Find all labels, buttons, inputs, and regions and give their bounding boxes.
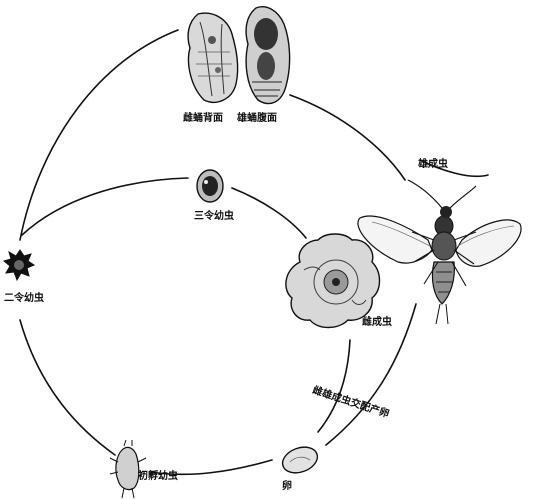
egg-label: 卵 bbox=[282, 482, 292, 492]
male-pupa-illustration bbox=[246, 7, 290, 104]
female-adult-label: 雌成虫 bbox=[362, 318, 392, 328]
second-instar-larva-illustration bbox=[4, 250, 34, 280]
third-instar-label: 三令幼虫 bbox=[194, 212, 234, 222]
arc-left-upper bbox=[20, 30, 178, 240]
first-instar-larva-illustration bbox=[110, 440, 146, 498]
first-instar-label: 初孵幼虫 bbox=[138, 472, 178, 482]
male-pupa-label: 雄蛹腹面 bbox=[237, 114, 277, 124]
female-pupa-illustration bbox=[188, 13, 238, 102]
egg-illustration bbox=[279, 443, 321, 478]
arc-inner-right bbox=[232, 188, 306, 238]
arc-left-lower bbox=[20, 320, 115, 455]
second-instar-label: 二令幼虫 bbox=[4, 294, 44, 304]
male-adult-label: 雄成虫 bbox=[418, 160, 448, 170]
arc-inner-left bbox=[22, 178, 188, 235]
female-pupa-label: 雌蛹背面 bbox=[183, 114, 223, 124]
female-adult-illustration bbox=[286, 234, 380, 328]
arc-female-to-egg bbox=[318, 340, 350, 432]
male-adult-illustration bbox=[358, 180, 521, 324]
third-instar-larva-illustration bbox=[197, 170, 223, 202]
arc-right-upper bbox=[290, 95, 405, 180]
